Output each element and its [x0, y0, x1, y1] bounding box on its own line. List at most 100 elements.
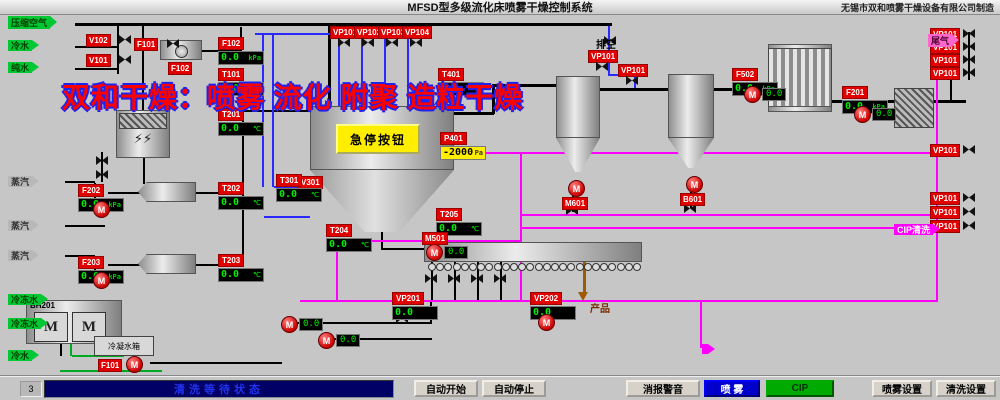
pump-F101[interactable]: M [126, 356, 143, 373]
vibrator-dot-icon [575, 263, 584, 271]
vibrator-dot-icon [534, 263, 543, 271]
pump-B601[interactable]: M [686, 176, 703, 193]
instrument-value: 0.0℃ [436, 222, 482, 236]
valve-icon-VP101[interactable] [963, 42, 975, 51]
valve-icon-VP102[interactable] [362, 38, 374, 47]
pipe-line [520, 227, 898, 229]
flow-arrow-冷水: 冷水 [8, 40, 40, 51]
button-cip[interactable]: CIP [766, 380, 834, 397]
pipe-line [361, 35, 363, 108]
button-clean-settings[interactable]: 清洗设置 [936, 380, 996, 397]
pipe-line [244, 110, 310, 112]
valve-label-VP101: VP101 [930, 144, 961, 157]
pump-icon[interactable]: M [318, 332, 335, 349]
valve-icon-V101[interactable] [119, 55, 131, 64]
pipe-line [700, 302, 702, 348]
valve-icon-VP101[interactable] [596, 62, 608, 71]
watermark-text: 双和干燥：喷雾 流化 附聚 造粒干燥 [62, 76, 523, 116]
instrument-tag: F502 [732, 68, 759, 81]
valve-icon-VP101[interactable] [963, 29, 975, 38]
pump-icon[interactable]: M [538, 314, 555, 331]
valve-icon-VP101[interactable] [963, 145, 975, 154]
instrument-value: 0.0℃ [276, 188, 322, 202]
valve-label-V102: V102 [86, 34, 111, 47]
fluid-bed-conveyor [424, 242, 642, 262]
pipe-line [492, 84, 495, 114]
pipe-line [101, 152, 103, 182]
vibrator-dot-icon [583, 263, 592, 271]
window-title: MFSD型多级流化床喷雾干燥控制系统 [407, 2, 593, 14]
valve-icon-VP103[interactable] [386, 38, 398, 47]
valve-icon-VP101[interactable] [963, 207, 975, 216]
pipe-line [75, 46, 117, 48]
pump-M601[interactable]: M [568, 180, 585, 197]
emergency-stop-button[interactable]: 急停按钮 [336, 124, 420, 154]
pump-icon[interactable]: M [93, 272, 110, 289]
pipe-line [262, 33, 264, 187]
pipe-line [108, 264, 140, 266]
valve-icon-VP101[interactable] [963, 68, 975, 77]
instrument-tag: F203 [78, 256, 105, 269]
valve-icon-V102[interactable] [119, 35, 131, 44]
valve-icon-VP104[interactable] [410, 38, 422, 47]
valve-icon[interactable] [425, 274, 437, 283]
pump-icon[interactable]: M [281, 316, 298, 333]
valve-label-VP101: VP101 [930, 206, 961, 219]
pump-label-M601: M601 [562, 197, 589, 210]
vibrator-dot-icon [559, 263, 568, 271]
flow-arrow-蒸汽: 蒸汽 [8, 176, 40, 187]
flow-arrow-纯水: 纯水 [8, 62, 40, 73]
valve-icon[interactable] [684, 204, 696, 213]
flow-arrow-蒸汽: 蒸汽 [8, 220, 40, 231]
instrument-value: 0.0℃ [218, 268, 264, 282]
valve-icon[interactable] [448, 274, 460, 283]
pipe-line [477, 262, 479, 300]
pump-icon[interactable]: M [93, 201, 110, 218]
pipe-line [936, 40, 938, 302]
pipe-line [272, 33, 274, 187]
valve-icon-VP101[interactable] [963, 55, 975, 64]
vibrator-dot-icon [518, 263, 527, 271]
cyclone-1-cone [556, 138, 600, 172]
vibrator-dot-icon [436, 263, 445, 271]
button-auto-stop[interactable]: 自动停止 [482, 380, 546, 397]
valve-icon-VP101[interactable] [626, 76, 638, 85]
valve-icon[interactable] [96, 170, 108, 179]
valve-icon[interactable] [471, 274, 483, 283]
vibrator-dot-icon [444, 263, 453, 271]
valve-icon-VP101[interactable] [963, 221, 975, 230]
valve-icon-VP101[interactable] [338, 38, 350, 47]
button-auto-start[interactable]: 自动开始 [414, 380, 478, 397]
button-mute-alarm[interactable]: 消报警音 [626, 380, 700, 397]
pump-M501[interactable]: M [426, 244, 443, 261]
instrument-value: 0.0℃ [218, 122, 264, 136]
valve-icon[interactable] [494, 274, 506, 283]
status-message: 清洗等待状态 [44, 380, 394, 398]
pipe-line [108, 192, 140, 194]
flow-arrow-冷水: 冷水 [8, 350, 40, 361]
pump-icon[interactable]: M [854, 106, 871, 123]
instrument-value: 0.0℃ [218, 82, 264, 96]
filter-hatch [119, 113, 167, 129]
button-spray[interactable]: 喷 雾 [704, 380, 760, 397]
valve-icon-VP101[interactable] [963, 193, 975, 202]
vibrator-dot-icon [608, 263, 617, 271]
pipe-line [431, 262, 433, 300]
button-spray-settings[interactable]: 喷雾设置 [872, 380, 932, 397]
pipe-line [454, 262, 456, 300]
pump-icon[interactable]: M [744, 86, 761, 103]
valve-icon-F101[interactable] [167, 39, 179, 48]
steam-heater-1 [138, 182, 196, 202]
instrument-tag: VP201 [392, 292, 425, 305]
valve-icon[interactable] [96, 156, 108, 165]
instrument-value: 0.0℃ [438, 82, 484, 96]
instrument-tag: T205 [436, 208, 463, 221]
valve-icon[interactable] [604, 36, 616, 45]
